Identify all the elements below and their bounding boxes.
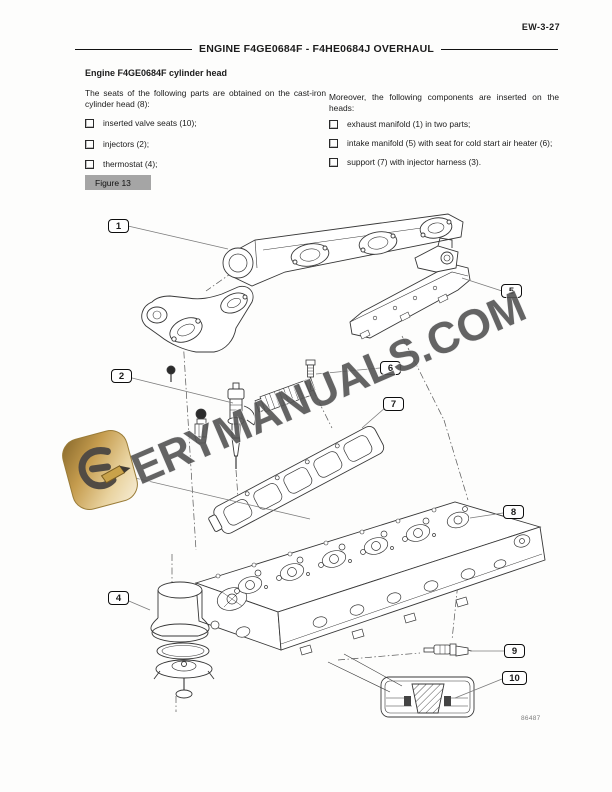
- text-column-left: The seats of the following parts are obt…: [85, 88, 326, 180]
- list-item: support (7) with injector harness (3).: [329, 157, 559, 168]
- square-bullet-icon: [329, 158, 338, 168]
- construction-lines: [171, 271, 469, 712]
- callout-1: 1: [108, 219, 129, 233]
- square-bullet-icon: [85, 160, 94, 170]
- section-title: Engine F4GE0684F cylinder head: [85, 68, 228, 78]
- figure-label: Figure 13: [85, 175, 151, 190]
- left-bullet-list: inserted valve seats (10); injectors (2)…: [85, 118, 326, 170]
- header-title: ENGINE F4GE0684F - F4HE0684J OVERHAUL: [199, 43, 434, 55]
- callout-7: 7: [383, 397, 404, 411]
- square-bullet-icon: [329, 139, 338, 149]
- left-intro-paragraph: The seats of the following parts are obt…: [85, 88, 326, 109]
- exhaust-manifold-drawing: [141, 213, 464, 353]
- square-bullet-icon: [85, 119, 94, 129]
- callout-8: 8: [503, 505, 524, 519]
- header-line-right: [441, 48, 559, 50]
- square-bullet-icon: [329, 120, 338, 130]
- callout-10: 10: [502, 671, 527, 685]
- callout-9: 9: [504, 644, 525, 658]
- cylinder-head-drawing: [194, 501, 546, 656]
- harness-channel-drawing: [254, 377, 316, 413]
- header-line-left: [75, 48, 193, 50]
- thermostat-drawing: [150, 581, 215, 699]
- callout-2: 2: [111, 369, 132, 383]
- right-bullet-list: exhaust manifold (1) in two parts; intak…: [329, 119, 559, 168]
- callout-3: 3: [102, 468, 123, 482]
- valve-seat-section-drawing: [327, 653, 475, 718]
- callout-4: 4: [108, 591, 129, 605]
- injector-drawing: [166, 365, 256, 469]
- list-item: intake manifold (5) with seat for cold s…: [329, 138, 559, 149]
- sensor-plug-drawing: [194, 408, 208, 444]
- callout-leader-lines: [117, 225, 504, 699]
- header-rule: ENGINE F4GE0684F - F4HE0684J OVERHAUL: [75, 43, 559, 55]
- list-item: exhaust manifold (1) in two parts;: [329, 119, 559, 130]
- callout-5: 5: [501, 284, 522, 298]
- valve-guide-pin-drawing: [423, 643, 473, 657]
- list-item: inserted valve seats (10);: [85, 118, 326, 129]
- list-item: injectors (2);: [85, 139, 326, 150]
- callout-6: 6: [380, 361, 401, 375]
- intake-manifold-drawing: [349, 237, 471, 340]
- figure-reference-code: 86487: [521, 715, 541, 722]
- page-number: EW-3-27: [521, 22, 560, 32]
- heater-plug-drawing: [305, 359, 316, 390]
- right-intro-paragraph: Moreover, the following components are i…: [329, 92, 559, 113]
- list-item: thermostat (4);: [85, 159, 326, 170]
- square-bullet-icon: [85, 139, 94, 149]
- text-column-right: Moreover, the following components are i…: [329, 92, 559, 176]
